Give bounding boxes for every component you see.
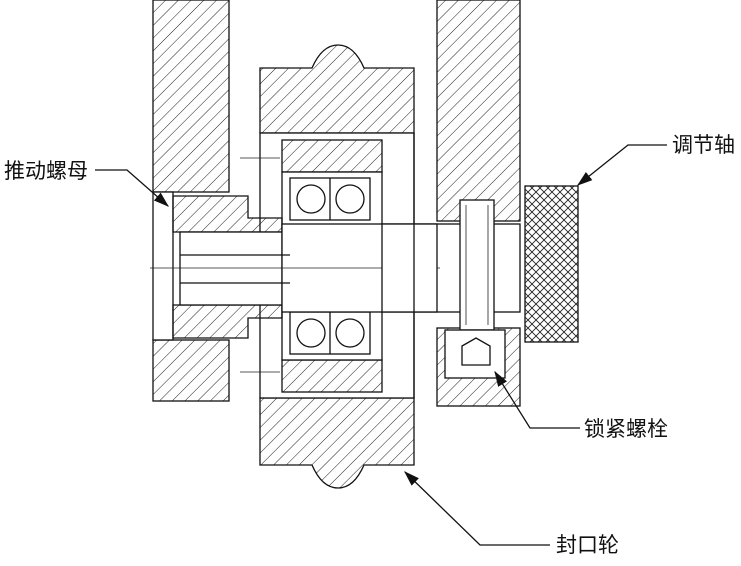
seal-wheel-label: 封口轮 bbox=[556, 533, 619, 557]
lock-bolt bbox=[444, 199, 506, 379]
left-frame-plate bbox=[152, 0, 230, 402]
leader-lines bbox=[95, 144, 667, 546]
adjust-shaft-knob bbox=[524, 185, 579, 343]
push-nut bbox=[172, 195, 283, 339]
adjust-shaft-label: 调节轴 bbox=[672, 133, 735, 157]
lock-bolt-label: 锁紧螺栓 bbox=[584, 417, 668, 441]
push-nut-label: 推动螺母 bbox=[4, 159, 88, 183]
